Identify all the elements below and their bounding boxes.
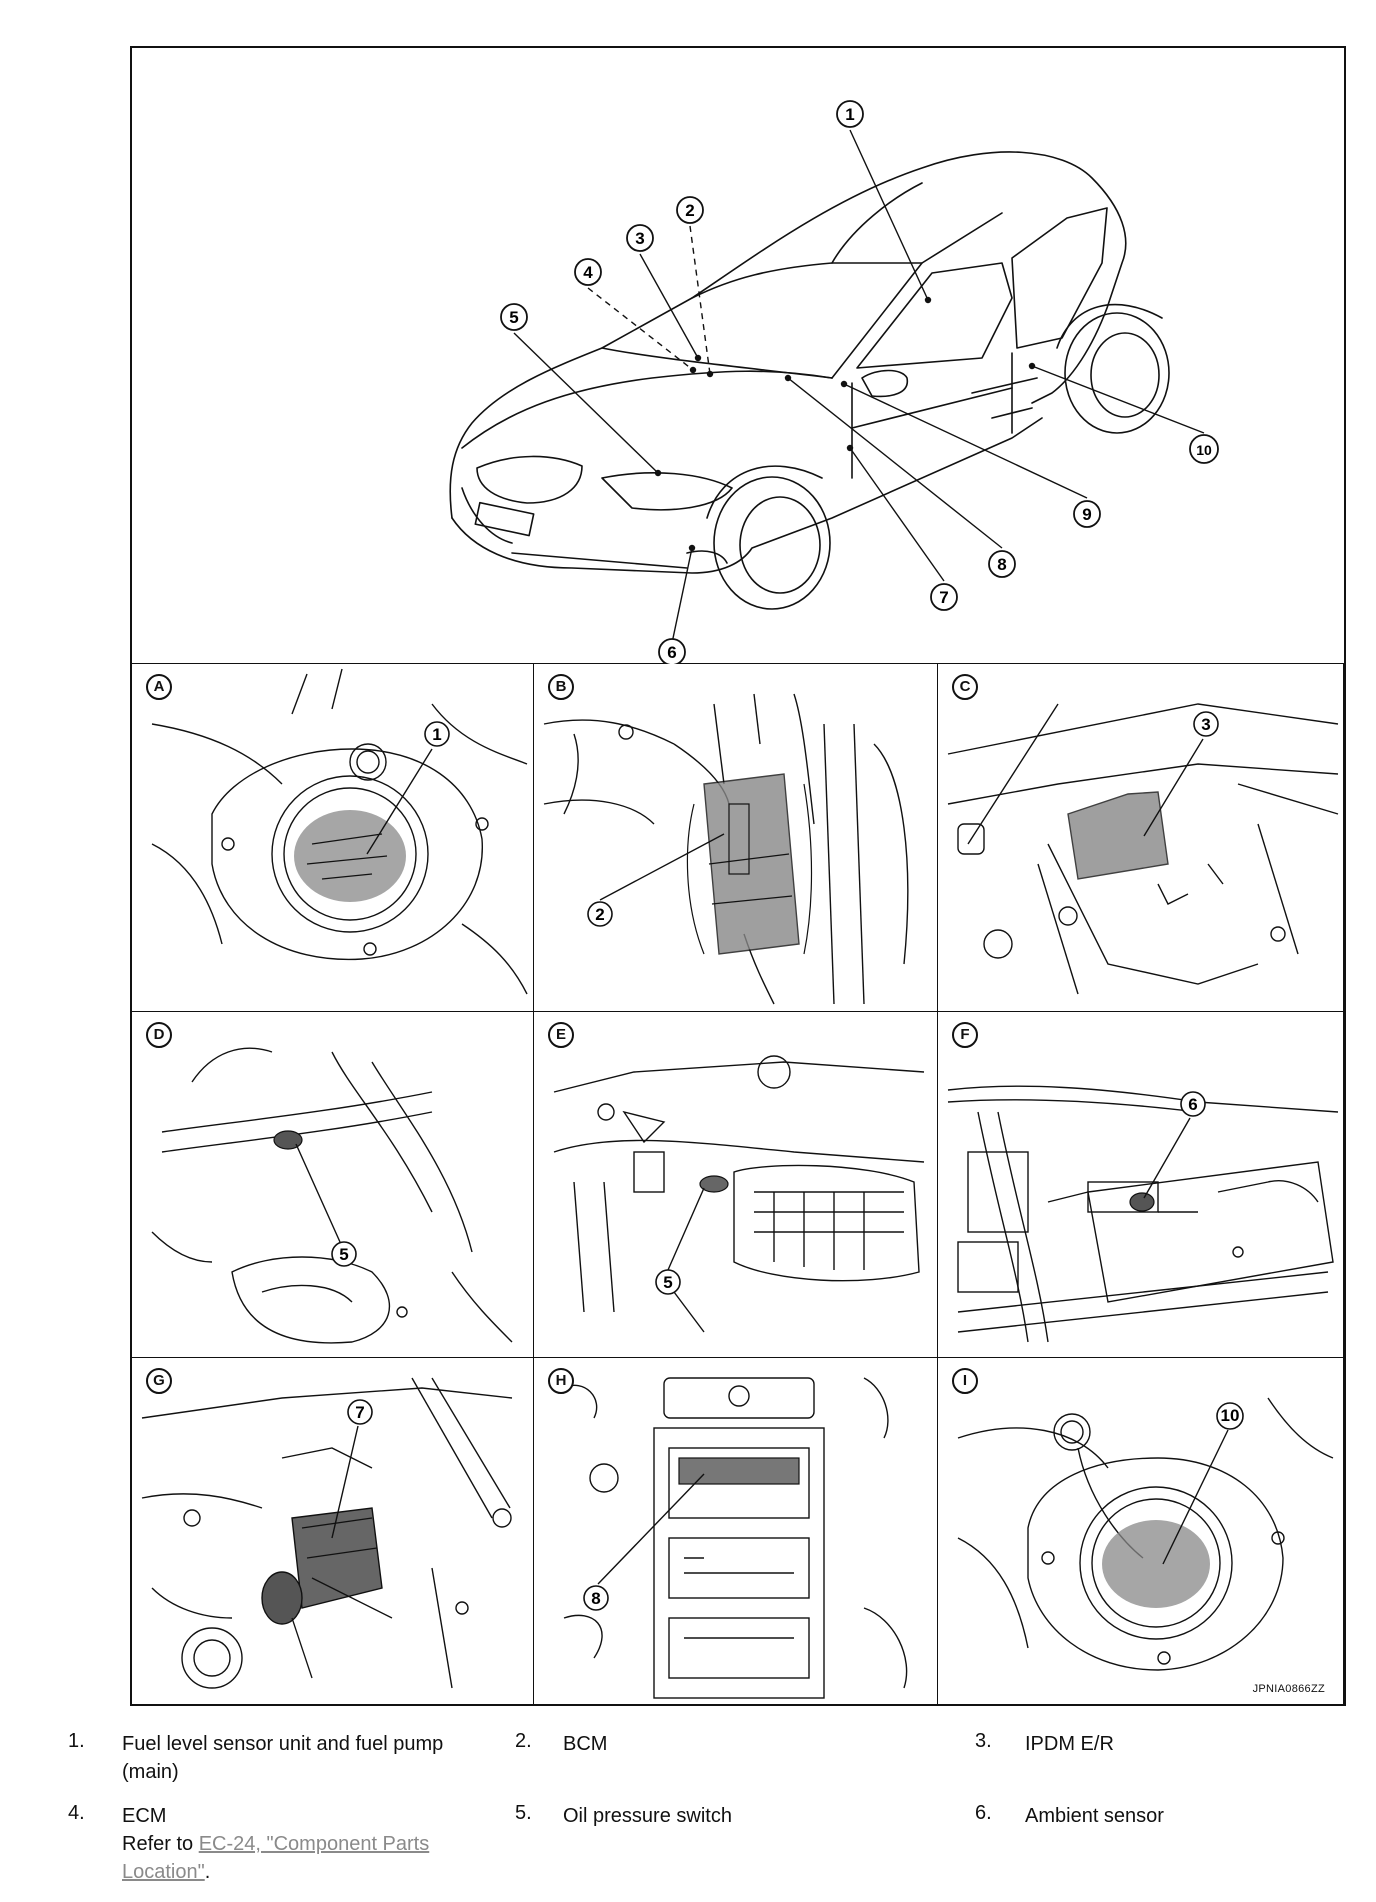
panel-i-callout: 10 <box>1221 1406 1240 1425</box>
detail-panels-grid: 1 A 2 <box>132 664 1344 1706</box>
overview-callout-6: 6 <box>667 643 676 662</box>
panel-a: 1 A <box>132 664 534 1012</box>
legend-num: 6. <box>975 1802 992 1824</box>
panel-g-letter: G <box>146 1368 172 1394</box>
bcm-drawing: 2 <box>543 693 909 1005</box>
panel-e-callout: 5 <box>663 1273 672 1292</box>
overview-callout-7: 7 <box>939 588 948 607</box>
panel-a-letter: A <box>146 674 172 700</box>
legend-text: BCM <box>563 1733 608 1755</box>
panel-g-callout: 7 <box>355 1403 364 1422</box>
legend: 1. Fuel level sensor unit and fuel pump … <box>68 1730 1348 1902</box>
legend-text: Ambient sensor <box>1025 1805 1164 1827</box>
legend-num: 2. <box>515 1730 532 1752</box>
legend-row-1: 1. Fuel level sensor unit and fuel pump … <box>68 1730 1348 1802</box>
legend-num: 5. <box>515 1802 532 1824</box>
panel-c-letter: C <box>952 674 978 700</box>
overview-callout-10: 10 <box>1196 442 1212 458</box>
overview-callout-2: 2 <box>685 201 694 220</box>
overview-callout-9: 9 <box>1082 505 1091 524</box>
overview-callout-8: 8 <box>997 555 1006 574</box>
legend-text-line: ECM <box>122 1805 167 1827</box>
panel-d: 5 D <box>132 1012 534 1358</box>
panel-h-callout: 8 <box>591 1589 600 1608</box>
legend-num: 3. <box>975 1730 992 1752</box>
fuel-pump-drawing: 1 <box>151 668 528 995</box>
unified-meter-drawing: 8 <box>563 1377 908 1699</box>
panel-h-letter: H <box>548 1368 574 1394</box>
legend-text: ECM Refer to EC-24, "Component Parts Loc… <box>122 1802 502 1886</box>
ipdm-drawing: 3 <box>947 703 1339 995</box>
legend-text: Fuel level sensor unit and fuel pump (ma… <box>122 1730 502 1786</box>
panel-c: 3 C <box>938 664 1344 1012</box>
fuel-sensor-sub-drawing: 10 <box>957 1397 1334 1671</box>
legend-text-line: Fuel level sensor unit and fuel pump <box>122 1733 444 1755</box>
panel-e-letter: E <box>548 1022 574 1048</box>
vehicle-line-drawing: 1 2 3 4 5 6 7 8 9 10 <box>449 100 1219 664</box>
panel-h: 8 H <box>534 1358 938 1706</box>
panel-b-callout: 2 <box>595 905 604 924</box>
panel-f: 6 F <box>938 1012 1344 1358</box>
oil-pressure-switch-drawing-d: 5 <box>151 1047 513 1344</box>
panel-e: 5 E <box>534 1012 938 1358</box>
panel-b: 2 B <box>534 664 938 1012</box>
oil-pressure-switch-drawing-e: 5 <box>553 1055 925 1333</box>
overview-callout-3: 3 <box>635 229 644 248</box>
legend-num: 1. <box>68 1730 85 1752</box>
panel-f-callout: 6 <box>1188 1095 1197 1114</box>
figure-code: JPNIA0866ZZ <box>1252 1683 1325 1695</box>
panel-b-letter: B <box>548 674 574 700</box>
legend-text: Oil pressure switch <box>563 1805 732 1827</box>
panel-i: 10 I JPNIA0866ZZ <box>938 1358 1344 1706</box>
ecm-reference-link-cont[interactable]: Location" <box>122 1861 205 1883</box>
ambient-sensor-drawing: 6 <box>947 1085 1339 1343</box>
legend-num: 4. <box>68 1802 85 1824</box>
legend-text: IPDM E/R <box>1025 1733 1114 1755</box>
legend-row-2: 4. ECM Refer to EC-24, "Component Parts … <box>68 1802 1348 1902</box>
legend-ref-prefix: Refer to <box>122 1833 199 1855</box>
panel-i-letter: I <box>952 1368 978 1394</box>
component-location-figure: 1 2 3 4 5 6 7 8 9 10 <box>130 46 1346 1706</box>
panel-f-letter: F <box>952 1022 978 1048</box>
legend-ref-line: Location". <box>122 1858 502 1886</box>
panel-d-letter: D <box>146 1022 172 1048</box>
overview-callout-4: 4 <box>583 263 593 282</box>
abs-actuator-drawing: 7 <box>141 1377 513 1689</box>
vehicle-overview: 1 2 3 4 5 6 7 8 9 10 <box>132 48 1344 664</box>
legend-ref-suffix: . <box>204 1861 211 1883</box>
panel-g: 7 G <box>132 1358 534 1706</box>
ecm-reference-link[interactable]: EC-24, "Component Parts <box>198 1833 430 1855</box>
panel-c-callout: 3 <box>1201 715 1210 734</box>
legend-ref-line: Refer to EC-24, "Component Parts <box>122 1830 502 1858</box>
panel-a-callout: 1 <box>432 725 441 744</box>
panel-d-callout: 5 <box>339 1245 348 1264</box>
overview-callout-1: 1 <box>845 105 854 124</box>
overview-callout-5: 5 <box>509 308 518 327</box>
legend-text-line: (main) <box>122 1761 179 1783</box>
